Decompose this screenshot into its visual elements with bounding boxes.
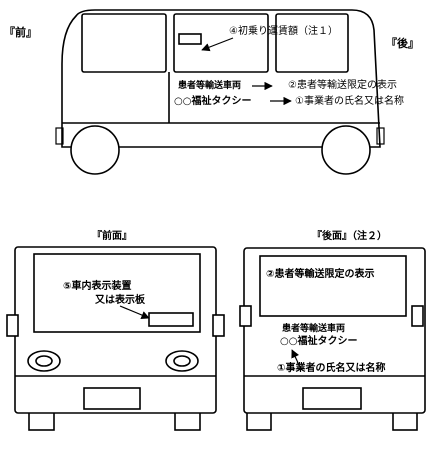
rear-company-name: ○○福祉タクシー [280, 334, 357, 347]
front-right-mirror [212, 314, 225, 337]
rear-left-lamp [239, 305, 252, 327]
rear-license-plate [302, 387, 362, 410]
front-view [6, 246, 225, 431]
side-rear-window [275, 13, 349, 73]
front-display-label-1: ⑤車内表示装置 [63, 279, 131, 292]
side-fare-label: ④初乗り運賃額（注１） [229, 24, 338, 37]
side-front-label: 『前』 [4, 25, 37, 39]
side-operator-label: ①事業者の氏名又は名称 [295, 94, 404, 107]
front-display-label-2: 又は表示板 [94, 293, 146, 306]
side-fare-arrow [201, 37, 234, 52]
side-view [55, 9, 385, 175]
side-rear-lamp [376, 127, 385, 145]
front-license-plate [83, 387, 141, 410]
side-front-wheel [70, 125, 120, 175]
rear-operator-label: ①事業者の氏名又は名称 [277, 361, 385, 374]
rear-view-title: 『後面』（注２） [312, 229, 387, 242]
rear-vehicle-type: 患者等輸送車両 [282, 322, 345, 334]
front-view-title: 『前面』 [92, 229, 132, 242]
rear-window [259, 255, 407, 317]
side-rear-label: 『後』 [386, 36, 419, 50]
rear-right-lamp [411, 305, 424, 327]
side-limited-display-label: ②患者等輸送限定の表示 [288, 78, 397, 91]
side-body-outline [61, 9, 381, 148]
side-company-name: ○○福祉タクシー [174, 94, 251, 107]
front-display-arrow [119, 305, 150, 319]
side-front-window [81, 13, 167, 73]
rear-view [239, 247, 426, 431]
rear-operator-arrow [291, 349, 301, 368]
side-middle-window [173, 13, 269, 73]
side-vehicle-type: 患者等輸送車両 [178, 79, 241, 91]
side-rear-wheel [321, 125, 371, 175]
front-right-headlight-outer [165, 350, 199, 372]
front-right-headlight-inner [173, 355, 191, 367]
rear-limited-display: ②患者等輸送限定の表示 [266, 267, 374, 280]
front-left-headlight-inner [35, 355, 53, 367]
front-left-mirror [6, 314, 19, 337]
front-left-headlight-outer [27, 350, 61, 372]
side-front-lamp [55, 127, 64, 145]
front-display-board [148, 312, 194, 327]
side-fare-plate [178, 33, 202, 45]
